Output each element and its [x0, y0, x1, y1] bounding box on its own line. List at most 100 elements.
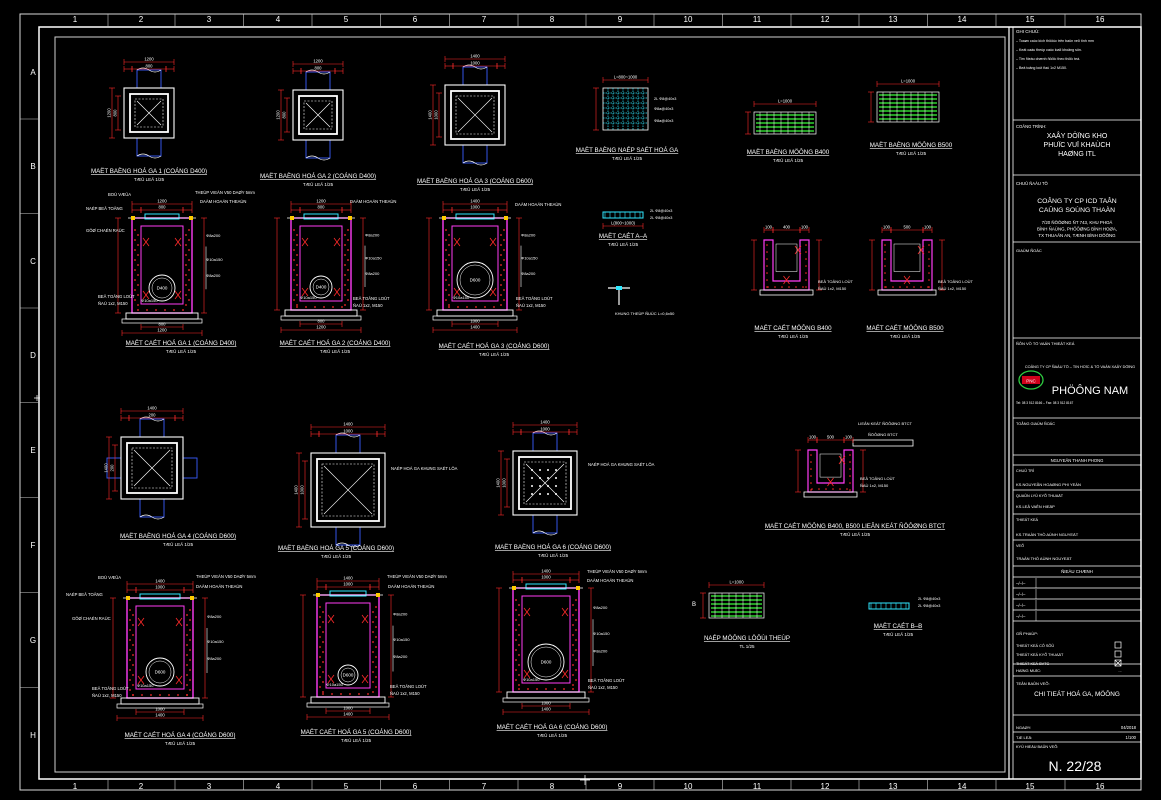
dimension-text: 1200 — [316, 199, 326, 204]
grid-col-label-2: 2 — [139, 15, 144, 24]
approve-label: GIAÙM ÑOÁC — [1016, 248, 1042, 253]
grid-col-label-bottom-14: 14 — [958, 782, 967, 791]
drawing-title-10: MAËT CAÉT A–A — [599, 233, 648, 240]
annotation-lining-grade-9: ÑAÙ 1x2, M150 — [860, 483, 889, 488]
dimension-text: 100 — [801, 225, 809, 230]
dimension-text: 1400 — [540, 420, 550, 425]
drawing-scale-20: TL 1/25 — [739, 644, 755, 649]
dimension-text: 200 — [149, 413, 157, 418]
date-value: 04/2018 — [1121, 725, 1137, 730]
grid-col-label-bottom-3: 3 — [207, 782, 212, 791]
annotation-beam-3: DAÀM HOAÁN THEAÙN — [515, 202, 561, 207]
dimension-text: 1400 — [155, 713, 165, 718]
drawing-title-16: MAËT CAÉT MÖÔNG B400, B500 LIEÂN KEÁT ÑÖ… — [765, 523, 945, 530]
qa-label: QUAÛN LYÙ KYÕ THUAÄT — [1016, 493, 1064, 498]
rebar-note: Φ8a200 — [206, 233, 221, 238]
dimension-text: 1200 — [313, 59, 323, 64]
grid-col-label-16: 16 — [1096, 15, 1105, 24]
company-logo-text: PNC — [1026, 379, 1036, 384]
rebar-note: Φ8a200 — [207, 614, 222, 619]
grid-col-label-4: 4 — [276, 15, 281, 24]
grid-col-label-bottom-16: 16 — [1096, 782, 1105, 791]
drawing-scale-6: TÆÛ LEÄ 1/25 — [896, 150, 927, 156]
manhole-section-17: D6001400100014001000Φ8a200Φ10a150Φ8a200Φ… — [110, 579, 224, 721]
rebar-note: Φ8a200 — [521, 232, 536, 237]
rebar-note: Φ8a@40x3 — [654, 119, 673, 123]
grid-col-label-bottom-7: 7 — [482, 782, 487, 791]
rebar-note: Φ8a200 — [593, 648, 608, 653]
drawing-title-2: MAËT BAÈNG HOÁ GA 2 (COÁNG D400) — [260, 173, 376, 180]
annotation-angle-steel: THEÙP VIEÀN V50 DAØY 5mm — [195, 190, 255, 195]
rebar-note: Φ8a200 — [206, 273, 221, 278]
grid-col-label-9: 9 — [618, 15, 623, 24]
annotation-lid: BOÙ VÆÛA — [108, 192, 131, 197]
chair-label: CHUÛ TRÌ — [1016, 468, 1034, 473]
manhole-section-9: D6001400100014001000Φ8a200Φ10a150Φ8a200Φ… — [426, 199, 538, 333]
pipe-diameter-label: D400 — [316, 285, 327, 290]
drawing-scale-17: TÆÛ LEÄ 1/25 — [165, 740, 196, 746]
director-label: TOÅNG GIAÙM ÑOÁC — [1016, 421, 1055, 426]
company-logo-icon — [1018, 370, 1044, 390]
grid-col-label-bottom-11: 11 — [753, 782, 762, 791]
project-label: COÂNG TRÌNH: — [1016, 124, 1046, 129]
dimension-text: 1000 — [541, 575, 551, 580]
rebar-note: 2L Φ8@40x3 — [650, 209, 672, 213]
phase-item-2: THIEÁT KEÁ KYÕ THUAÄT — [1016, 652, 1064, 657]
revision-row-2: –/–/– — [1016, 592, 1026, 597]
note-line-4: – Beâ toâng loùt ñaù 1x2 M150. — [1016, 66, 1067, 70]
phase-checkbox-1 — [1114, 641, 1122, 649]
owner-label: CHUÛ ÑAÀU TÖ — [1016, 181, 1049, 186]
drawing-title-9: MAËT CAÉT HOÁ GA 3 (COÁNG D600) — [439, 343, 550, 350]
drawing-title-14: MAËT BAÈNG HOÁ GA 5 (COÁNG D600) — [278, 545, 394, 552]
rebar-note: Φ10a150 — [453, 295, 470, 300]
annotation-ledge: GÔØ CHAÉN RAÙC — [86, 228, 125, 233]
annotation-lining-grade-4: ÑAÙ 1x2, M150 — [92, 693, 122, 698]
annotation-lining-6: BEÂ TOÂNG LOÙT — [588, 678, 625, 683]
annotation-beam-6: DAÀM HOAÁN THEAÙN — [587, 578, 633, 583]
drawing-name: CHI TIEÁT HOÁ GA, MÖÔNG — [1034, 689, 1120, 698]
scale-value: 1/100 — [1126, 735, 1137, 740]
annotation-cover: NAÉP BEÂ TOÂNG — [86, 206, 123, 211]
drawing-title-8: MAËT CAÉT HOÁ GA 2 (COÁNG D400) — [280, 340, 391, 347]
dimension-text: 100 — [924, 225, 932, 230]
notes-label: GHI CHUÙ: — [1016, 28, 1040, 34]
annotation-ledge-2: GÔØ CHAÉN RAÙC — [72, 616, 111, 621]
revision-row-1: –/–/– — [1016, 581, 1026, 586]
dimension-text: 1000 — [470, 319, 480, 324]
dimension-text: 1400 — [541, 707, 551, 712]
grid-row-label-E: E — [30, 446, 35, 455]
design-name: KS.TRAÀN THÒ AÙNH NGUYEÄT — [1016, 532, 1079, 537]
annotation-lining-5: BEÂ TOÂNG LOÙT — [390, 684, 427, 689]
dimension-text: 1000 — [470, 205, 480, 210]
angle-steel-detail: KHUNG THEÙP ÑUÙC L=0,6x50 — [608, 286, 675, 316]
dimension-text: L=1000 — [901, 79, 916, 84]
lid-bolts — [531, 469, 557, 495]
grid-column-labels: 1122334455667788991010111112121313141415… — [73, 14, 1105, 791]
annotation-lid-note: NAÉP HOÁ GA KHUNG SAÉT LÖA — [391, 466, 458, 471]
item-label: HAÏNG MUÏC: — [1016, 668, 1041, 673]
grid-col-label-bottom-1: 1 — [73, 782, 78, 791]
dimension-text: 500 — [827, 435, 835, 440]
rebar-note: Φ8a200 — [207, 656, 222, 661]
grid-col-label-bottom-8: 8 — [550, 782, 555, 791]
annotation-lining-grade-3: ÑAÙ 1x2, M150 — [516, 303, 546, 308]
dimension-text: 1000 — [434, 110, 439, 120]
drawing-title-21: MAËT CAÉT B–B — [874, 623, 923, 630]
dimension-text: L=1000 — [729, 580, 744, 585]
draw-name: TRAÀN THÒ AÙNH NGUYEÄT — [1016, 556, 1072, 561]
dimension-text: 1400 — [496, 478, 501, 488]
note-line-1: – Toaøn caùc kích thöôùc trên baûn veõ t… — [1016, 39, 1094, 43]
rebar-note: Φ8a200 — [521, 271, 536, 276]
manhole-section-18: D6001400100014001000Φ8a200Φ10a150Φ8a200Φ… — [300, 576, 410, 720]
manhole-section-7: D40012008001200800Φ8a200Φ10a150Φ8a200Φ10… — [115, 199, 223, 336]
rebar-note: Φ10a150 — [137, 683, 154, 688]
grid-col-label-bottom-15: 15 — [1026, 782, 1035, 791]
note-line-2: – Keát caáu theùp caùc loaïi khoâng sôn. — [1016, 48, 1082, 52]
dimension-text: 1000 — [343, 706, 353, 711]
